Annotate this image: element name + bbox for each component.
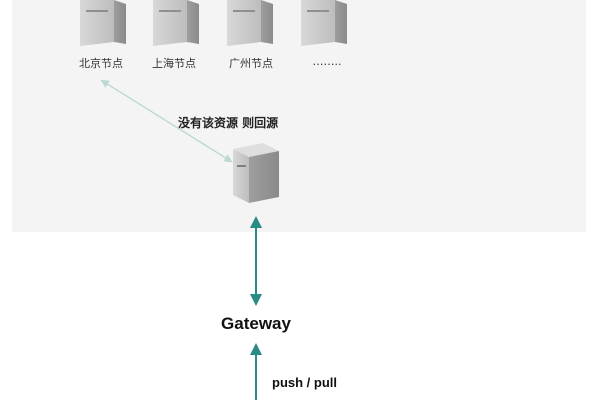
origin-fetch-arrow bbox=[100, 79, 233, 163]
node-label-beijing: 北京节点 bbox=[79, 57, 123, 70]
server-icon-guangzhou bbox=[227, 0, 273, 46]
node-label-more: …….. bbox=[312, 55, 342, 68]
gateway-label: Gateway bbox=[221, 314, 291, 333]
server-icon-origin bbox=[233, 143, 279, 203]
server-icon-more bbox=[301, 0, 347, 46]
origin-fetch-annotation: 没有该资源 则回源 bbox=[178, 116, 279, 130]
server-icon-shanghai bbox=[153, 0, 199, 46]
node-label-shanghai: 上海节点 bbox=[152, 57, 196, 70]
server-icon-beijing bbox=[80, 0, 126, 46]
node-label-guangzhou: 广州节点 bbox=[229, 57, 273, 70]
push-pull-label: push / pull bbox=[272, 375, 337, 390]
